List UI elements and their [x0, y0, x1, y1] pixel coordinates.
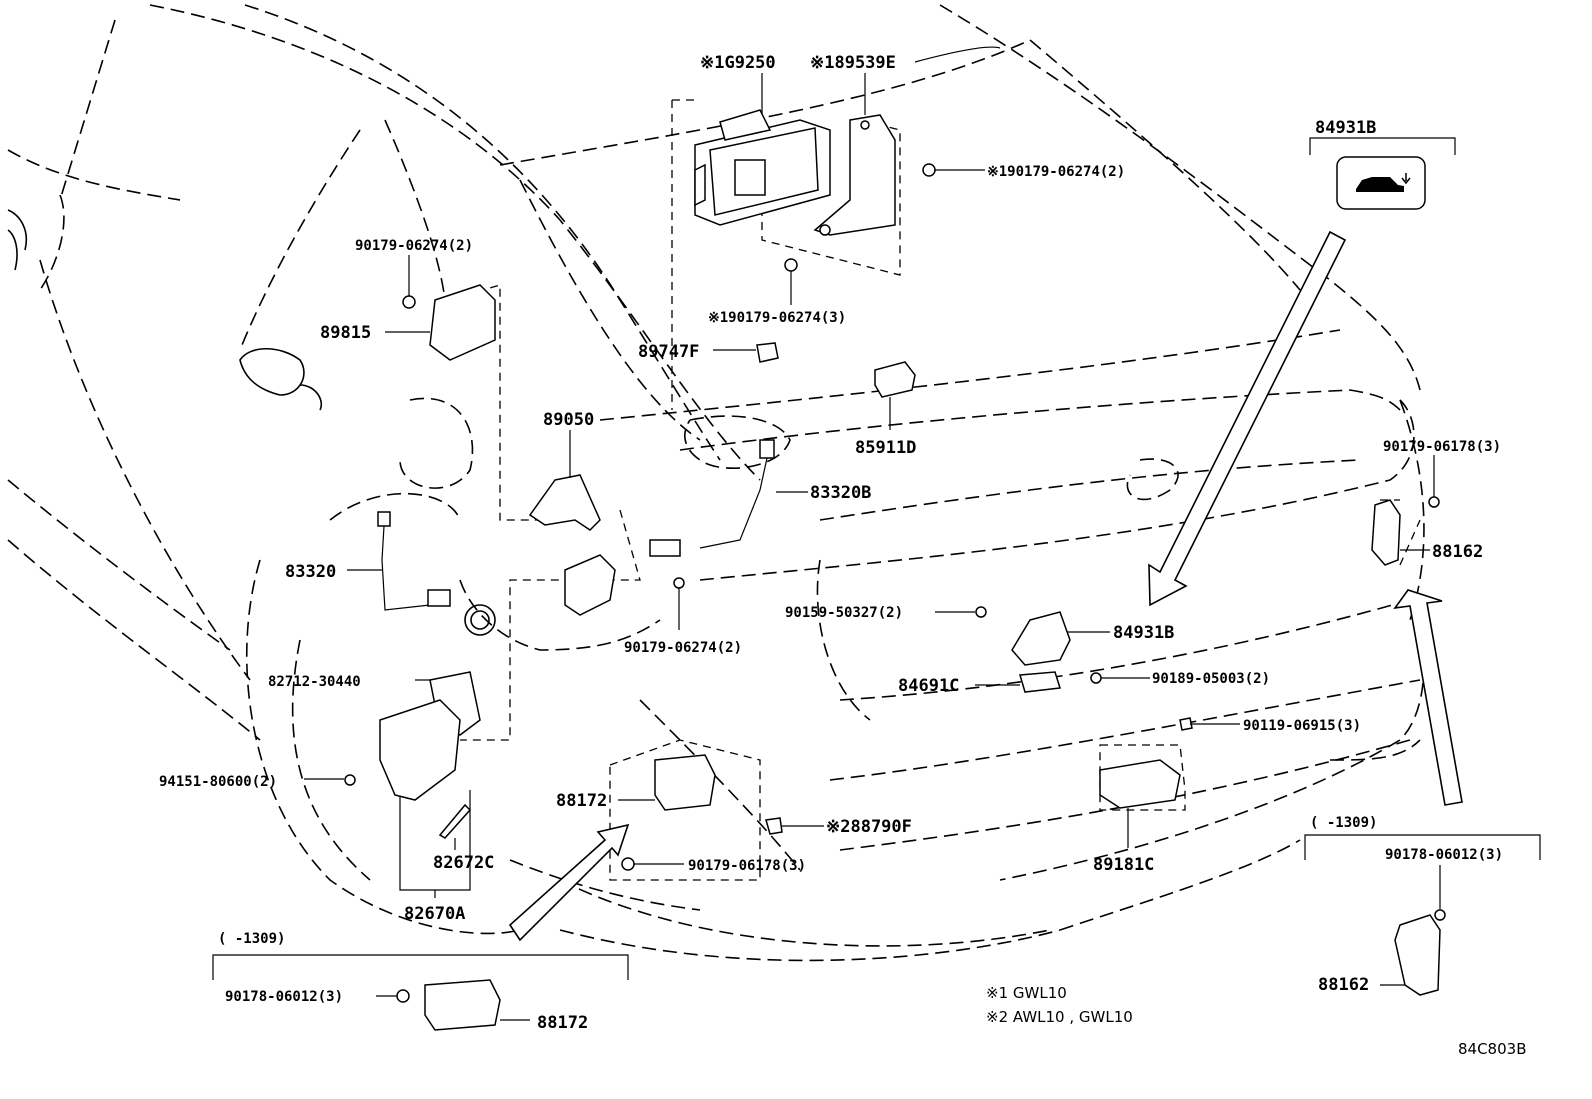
relay-85911d-part	[874, 361, 916, 398]
pointer-arrows	[508, 230, 1463, 942]
label-84931b: 84931B	[1113, 623, 1174, 643]
car-body-outline	[7, 4, 1425, 962]
bracket-89050-part	[528, 474, 616, 616]
part-labels: ※1G9250 ※189539E 84931B ※190179-06274(2)…	[159, 53, 1503, 1033]
sensor-88162-part	[1371, 499, 1401, 566]
label-88790f: ※288790F	[826, 817, 912, 837]
label-89539e: ※189539E	[810, 53, 896, 73]
sensor-88790f-part	[765, 817, 783, 835]
sensor-88172-alt-part	[424, 979, 501, 1031]
nut-part	[621, 857, 635, 871]
car-details	[7, 209, 496, 636]
sensor-83320b-part	[649, 439, 775, 557]
label-85911d: 85911D	[855, 438, 916, 458]
diagram-id: 84C803B	[1458, 1040, 1526, 1058]
nut-part	[673, 577, 685, 589]
label-83320b: 83320B	[810, 483, 871, 503]
footnotes: ※1 GWL10 ※2 AWL10 , GWL10 84C803B	[986, 984, 1526, 1058]
label-89050: 89050	[543, 410, 594, 430]
label-90179-06274-2-c: 90179-06274(2)	[624, 640, 742, 656]
label-90179-06178-3-r: 90179-06178(3)	[1383, 439, 1501, 455]
connector-89747f-part	[756, 342, 779, 363]
nut-part	[344, 774, 356, 786]
label-90119-06915-3: 90119-06915(3)	[1243, 718, 1361, 734]
note-2: ※2 AWL10 , GWL10	[986, 1008, 1133, 1026]
group-boxes	[449, 99, 1421, 881]
label-g9250: ※1G9250	[700, 53, 776, 73]
label-88172: 88172	[556, 791, 607, 811]
label-82670a: 82670A	[404, 904, 465, 924]
nut-part	[1434, 909, 1446, 921]
sensor-88172-part	[654, 754, 716, 811]
ecu-g9250-part	[694, 109, 831, 226]
label-84691c: 84691C	[898, 676, 959, 696]
bolt-part	[1179, 717, 1193, 731]
note-1: ※1 GWL10	[986, 984, 1067, 1002]
label-90178-06012-3-l: 90178-06012(3)	[225, 989, 343, 1005]
label-82712-30440: 82712-30440	[268, 674, 361, 690]
sensor-83320-part	[377, 511, 451, 611]
label-90179-06274-3: ※190179-06274(3)	[708, 310, 846, 326]
bezel-84691c-part	[1019, 671, 1061, 693]
label-90189-05003-2: 90189-05003(2)	[1152, 671, 1270, 687]
label-90178-06012-3-r: 90178-06012(3)	[1385, 847, 1503, 863]
junction-82670a-part	[379, 699, 461, 801]
nut-part	[402, 295, 416, 309]
leader-lines	[304, 46, 1441, 1021]
parts	[344, 109, 1446, 1031]
label-83320: 83320	[285, 562, 336, 582]
label-84931b-top: 84931B	[1315, 118, 1376, 138]
nut-part	[396, 989, 410, 1003]
cover-82672c-part	[438, 803, 472, 839]
label-90159-50327-2: 90159-50327(2)	[785, 605, 903, 621]
label-90179-06274-2-l: 90179-06274(2)	[355, 238, 473, 254]
nut-part	[1428, 496, 1440, 508]
label-90179-06274-2-tr: ※190179-06274(2)	[987, 164, 1125, 180]
label-94151-80600-2: 94151-80600(2)	[159, 774, 277, 790]
screw-part	[975, 606, 987, 618]
label-88172-bl: 88172	[537, 1013, 588, 1033]
variant-boxes	[212, 137, 1541, 980]
sensor-88162-alt-part	[1394, 914, 1441, 996]
bracket-89539e-part	[813, 114, 896, 236]
label-89181c: 89181C	[1093, 855, 1154, 875]
nut-part	[784, 258, 798, 272]
sensor-89181c-part	[1099, 759, 1181, 809]
label-88162-r: 88162	[1432, 542, 1483, 562]
label-89747f: 89747F	[638, 342, 699, 362]
label-82672c: 82672C	[433, 853, 494, 873]
trunk-open-icon	[1336, 156, 1426, 210]
label-range-bl: ( -1309)	[218, 931, 285, 947]
nut-part	[922, 163, 936, 177]
switch-84931b-part	[1011, 611, 1071, 666]
label-88162-br: 88162	[1318, 975, 1369, 995]
label-89815: 89815	[320, 323, 371, 343]
module-89815-part	[429, 284, 496, 361]
label-range-br: ( -1309)	[1310, 815, 1377, 831]
nut-part	[1090, 672, 1102, 684]
label-90179-06178-3-c: 90179-06178(3)	[688, 858, 806, 874]
